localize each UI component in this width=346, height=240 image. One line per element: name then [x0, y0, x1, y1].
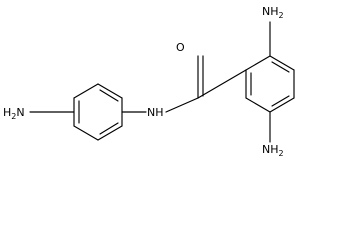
- atom-label-h2n: H2N: [3, 106, 25, 121]
- right-ring-bond: [269, 55, 295, 71]
- left-ring-bond: [73, 125, 99, 141]
- right-ring-double-bond: [271, 95, 290, 107]
- right-ring-bond: [245, 55, 271, 71]
- left-ring-double-bond: [99, 89, 119, 102]
- right-ring-bond: [269, 97, 295, 113]
- left-ring-bond: [73, 83, 99, 99]
- left-ring-double-bond: [99, 122, 119, 135]
- bond-n-carbonyl: [165, 97, 199, 113]
- bond-carbonyl-ring: [197, 69, 247, 99]
- atom-label-nh: NH: [147, 106, 164, 119]
- atom-label-nh2-top: NH2: [262, 5, 284, 20]
- right-ring-bond: [245, 97, 271, 113]
- atom-label-nh2-bottom: NH2: [262, 143, 284, 158]
- atom-label-o: O: [176, 41, 185, 54]
- right-ring-double-bond: [271, 61, 290, 73]
- left-ring-bond: [97, 83, 123, 99]
- left-ring-bond: [97, 125, 123, 141]
